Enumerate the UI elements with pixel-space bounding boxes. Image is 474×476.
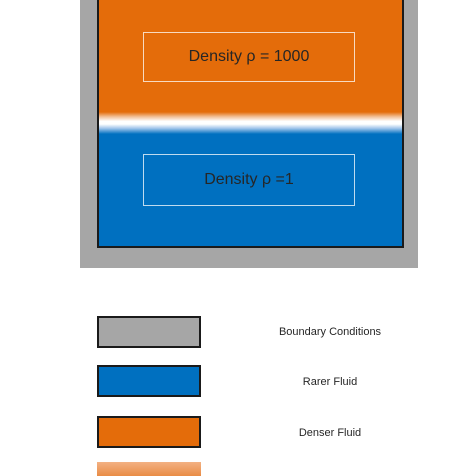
legend-label-boundary: Boundary Conditions [278, 326, 382, 338]
rarer-fluid-label: Density ρ =1 [143, 154, 355, 206]
fluid-container: Density ρ = 1000 Density ρ =1 [97, 0, 404, 248]
fluid-interface [99, 112, 402, 134]
denser-fluid-label: Density ρ = 1000 [143, 32, 355, 82]
legend-swatch-rarer [97, 365, 201, 397]
legend-swatch-denser [97, 416, 201, 448]
legend-label-denser: Denser Fluid [298, 427, 362, 439]
rarer-fluid-region [99, 134, 402, 246]
legend-swatch-boundary [97, 316, 201, 348]
legend-label-rarer: Rarer Fluid [302, 376, 358, 388]
denser-fluid-region: Density ρ = 1000 [99, 0, 402, 118]
legend-swatch-interface [97, 462, 201, 476]
